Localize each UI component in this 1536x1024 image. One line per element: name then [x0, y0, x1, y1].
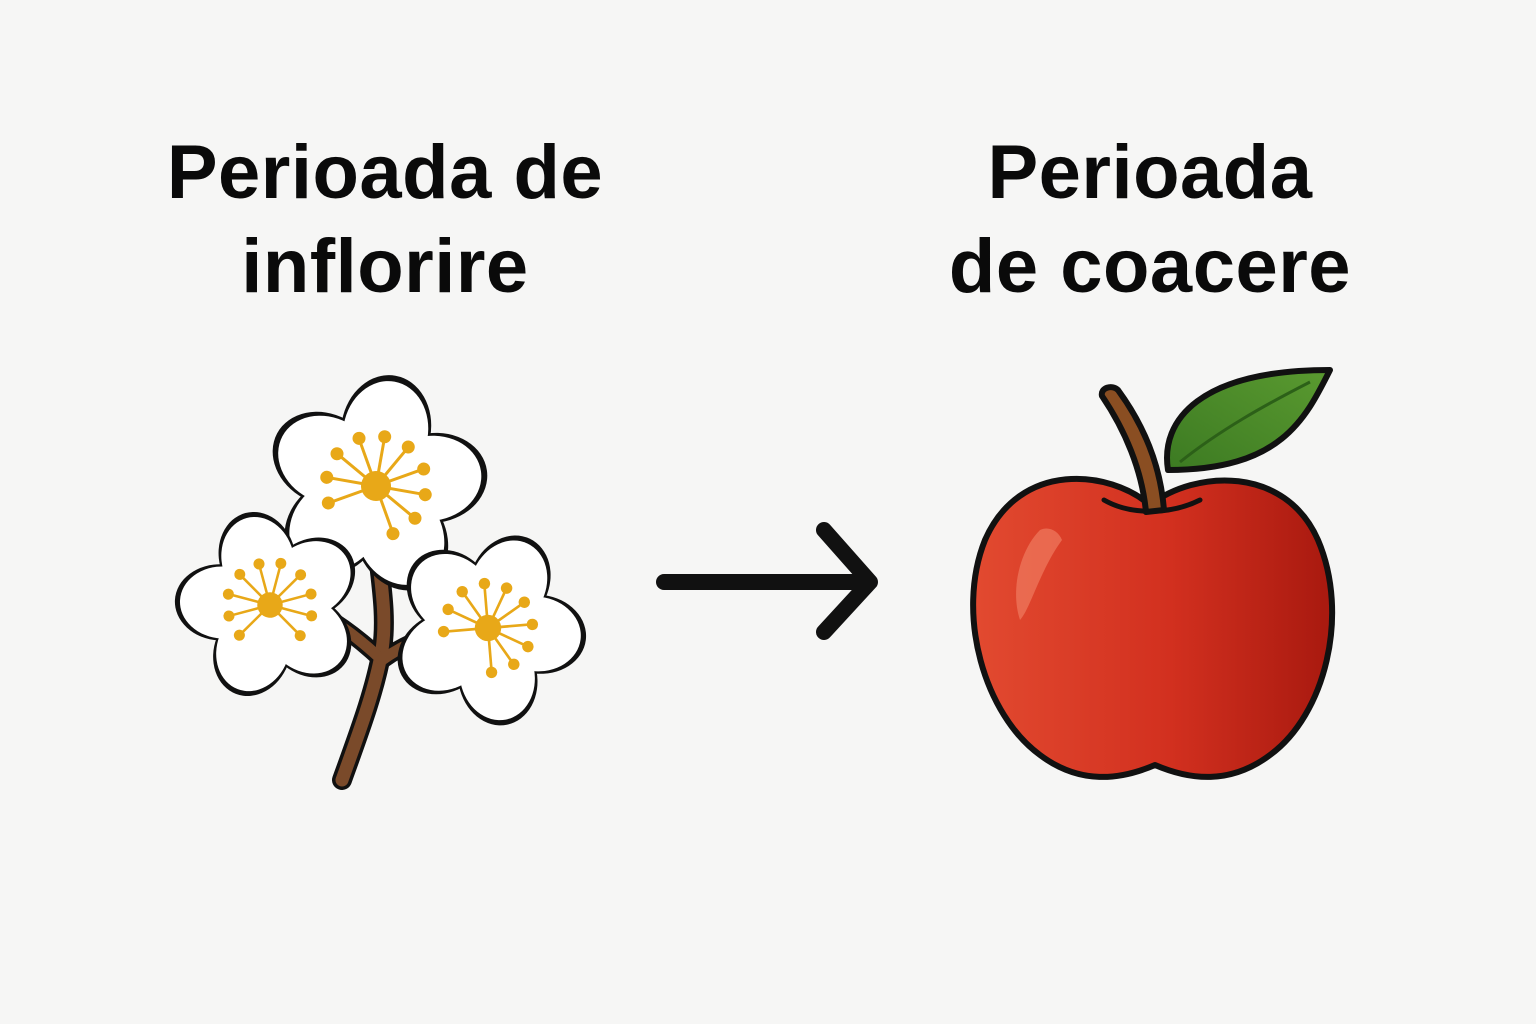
apple-stem [1098, 384, 1167, 515]
stage-title-line: Perioada [987, 130, 1313, 215]
apple-leaf [1164, 367, 1333, 473]
stage-title-line: de coacere [948, 224, 1352, 309]
stage-title-flowering: Perioada de inflorire [80, 126, 690, 314]
apple-body [970, 475, 1336, 780]
stage-title-line: Perioada de [166, 130, 604, 215]
stage-title-line: inflorire [241, 224, 529, 309]
stage-title-ripening: Perioada de coacere [850, 126, 1450, 314]
